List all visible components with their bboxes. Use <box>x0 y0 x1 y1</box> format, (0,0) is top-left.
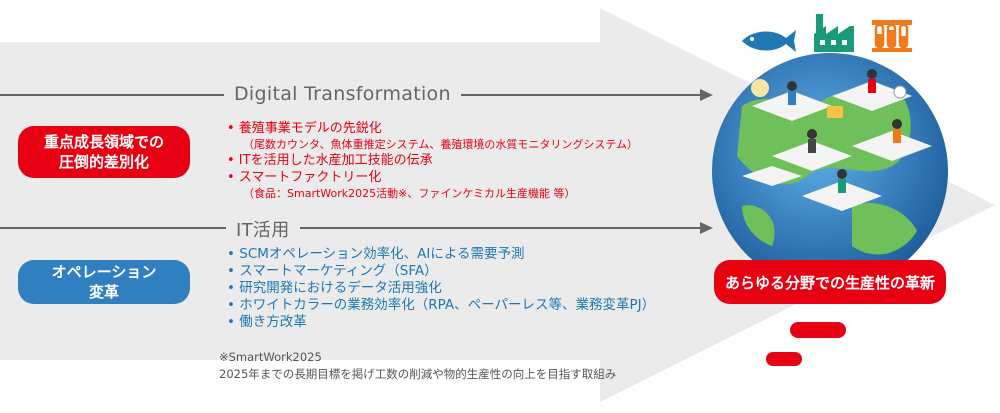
bulb-base-bar-2 <box>766 352 802 366</box>
test-tubes-icon <box>872 20 912 52</box>
globe-illustration <box>712 53 948 289</box>
it-item-3: • 研究開発におけるデータ活用強化 <box>227 280 442 296</box>
dx-title: Digital Transformation <box>224 83 461 105</box>
fish-icon <box>742 30 796 52</box>
it-item-1: • SCMオペレーション効率化、AIによる需要予測 <box>227 246 525 262</box>
it-item-2: • スマートマーケティング（SFA） <box>227 263 438 279</box>
dx-label-line-1: 重点成長領域での <box>43 133 164 151</box>
dx-label-line-2: 圧倒的差別化 <box>58 153 149 171</box>
dx-item-2: • ITを活用した水産加工技能の伝承 <box>227 153 433 168</box>
it-item-list: • SCMオペレーション効率化、AIによる需要予測 • スマートマーケティング（… <box>227 246 655 331</box>
note-body: 2025年までの長期目標を掲げ工数の削減や物的生産性の向上を目指す取組み <box>219 367 617 381</box>
factory-icon <box>814 14 854 52</box>
dx-item-3-sub: （食品：SmartWork2025活動※、ファインケミカル生産機能 等） <box>243 187 576 200</box>
it-item-4: • ホワイトカラーの業務効率化（RPA、ペーパーレス等、業務変革PJ） <box>227 297 656 313</box>
dx-item-list: • 養殖事業モデルの先鋭化 （尾数カウンタ、魚体重推定システム、養殖環境の水質モ… <box>227 120 638 201</box>
goal-label: あらゆる分野での生産性の革新 <box>714 260 946 304</box>
bulb-base-bar-1 <box>790 322 846 338</box>
it-item-5: • 働き方改革 <box>227 314 307 330</box>
it-title: IT活用 <box>226 216 300 242</box>
dx-item-3: • スマートファクトリー化 <box>227 170 382 185</box>
it-label-pill: オペレーション 変革 <box>18 260 190 304</box>
dx-item-1: • 養殖事業モデルの先鋭化 <box>227 121 382 136</box>
note-title: ※SmartWork2025 <box>219 350 322 364</box>
dx-label-pill: 重点成長領域での 圧倒的差別化 <box>18 126 190 178</box>
it-label-line-2: 変革 <box>88 283 119 301</box>
dx-item-1-sub: （尾数カウンタ、魚体重推定システム、養殖環境の水質モニタリングシステム） <box>243 138 639 151</box>
it-label-line-1: オペレーション <box>51 263 157 281</box>
